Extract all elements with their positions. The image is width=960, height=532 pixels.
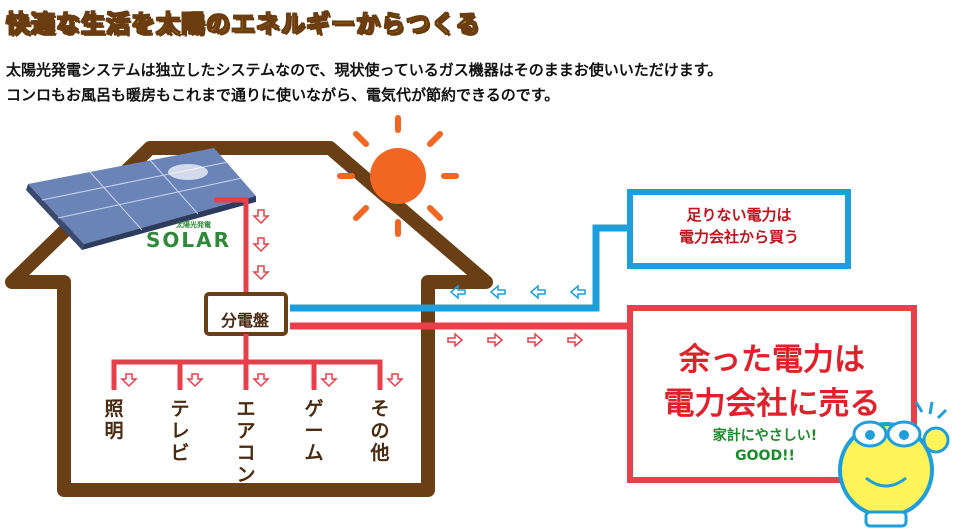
solar-logo: SOLAR [146,228,232,252]
intro-text: 太陽光発電システムは独立したシステムなので、現状使っているガス機器はそのままお使… [6,58,956,108]
buy-line-2: 電力会社から買う [678,228,799,246]
good-line-1: 家計にやさしい! [712,428,818,444]
right-arrows-sell [447,332,584,348]
appliance-other: その他 [370,398,390,464]
appliance-aircon: エアコン [236,398,256,486]
buy-box-text: 足りない電力は 電力会社から買う [630,204,848,248]
page-title: 快適な生活を太陽のエネルギーからつくる [6,10,481,39]
buy-line-1: 足りない電力は [686,206,792,224]
appliance-game: ゲーム [304,398,324,464]
intro-line-2: コンロもお風呂も暖房もこれまで通りに使いながら、電気代が節約できるのです。 [6,86,560,104]
mascot-bulb-icon [838,401,950,528]
distribution-board-label: 分電盤 [220,311,269,330]
appliance-branches [111,334,383,390]
appliance-tv: テレビ [170,398,190,464]
sun-icon [337,115,459,237]
appliance-lighting: 照明 [104,398,124,442]
sell-box-text: 余った電力は 電力会社に売る [630,338,914,426]
left-arrows-buy [449,284,586,300]
good-line-2: GOOD!! [735,448,795,464]
down-arrows-appliances [120,373,404,388]
solar-to-board-line [214,197,249,294]
buy-box [627,189,851,269]
sell-line-2: 電力会社に売る [663,386,881,422]
solar-logo-small: 太陽光発電 [176,221,211,229]
buy-line [290,224,630,312]
good-text: 家計にやさしい! GOOD!! [680,426,850,466]
intro-line-1: 太陽光発電システムは独立したシステムなので、現状使っているガス機器はそのままお使… [6,61,723,79]
sell-line-1: 余った電力は [679,342,865,378]
solar-panel-image [26,148,256,250]
down-arrows-solar [252,209,270,281]
